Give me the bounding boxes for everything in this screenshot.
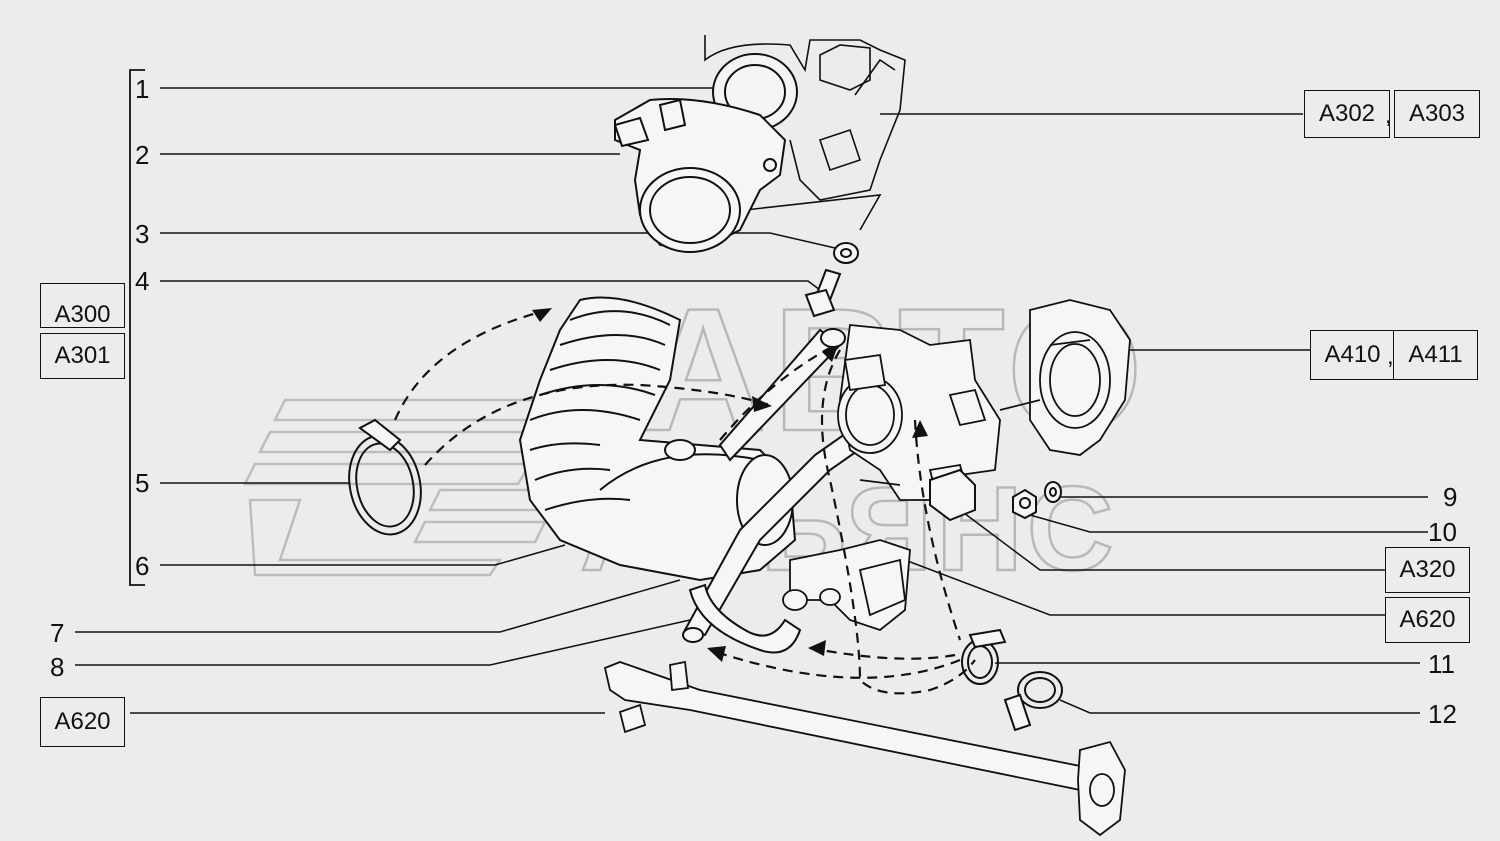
callout-6: 6	[135, 551, 150, 581]
callout-3: 3	[135, 219, 150, 249]
ref-a302[interactable]: A302	[1304, 90, 1390, 138]
part-4-bolt	[804, 268, 842, 318]
part-11-clamp	[961, 628, 1007, 685]
ref-a620-left[interactable]: A620	[40, 697, 125, 747]
callout-7: 7	[50, 618, 65, 648]
ref-separator: ,	[1385, 102, 1392, 129]
ref-a300[interactable]: A300	[40, 283, 125, 328]
assembly-arrows	[393, 308, 976, 695]
manifold-fragment	[704, 35, 906, 231]
part-10-nut	[1012, 488, 1037, 520]
coolant-pipe	[603, 660, 1126, 837]
ref-a301[interactable]: A301	[40, 333, 125, 379]
ref-a303[interactable]: A303	[1394, 90, 1480, 138]
callout-9: 9	[1443, 482, 1458, 512]
sensor-a320	[929, 468, 976, 522]
throttle-body	[837, 324, 1001, 512]
leader-lines	[75, 87, 1428, 714]
callout-12: 12	[1428, 699, 1457, 729]
callout-2: 2	[135, 140, 150, 170]
ref-a320[interactable]: A320	[1385, 547, 1470, 593]
callout-10: 10	[1428, 517, 1457, 547]
callout-8: 8	[50, 652, 65, 682]
part-5-hose-clamp	[348, 418, 422, 536]
part-2-air-housing	[613, 98, 787, 253]
part-7-hose	[718, 328, 846, 462]
part-3-washer	[833, 242, 859, 264]
ref-a411[interactable]: A411	[1393, 330, 1478, 380]
flange-gasket	[999, 299, 1131, 456]
callout-4: 4	[135, 266, 150, 296]
callout-1: 1	[135, 74, 150, 104]
part-9-washer	[1044, 481, 1062, 503]
part-12-clip	[1003, 671, 1063, 732]
group-bracket	[129, 69, 145, 586]
arrowheads	[532, 308, 928, 662]
ref-a620-right[interactable]: A620	[1385, 597, 1470, 643]
callout-11: 11	[1428, 649, 1455, 679]
ref-a410[interactable]: A410	[1310, 330, 1395, 380]
watermark-logo	[242, 398, 563, 577]
callout-5: 5	[135, 468, 150, 498]
ref-separator: ,	[1387, 343, 1394, 370]
